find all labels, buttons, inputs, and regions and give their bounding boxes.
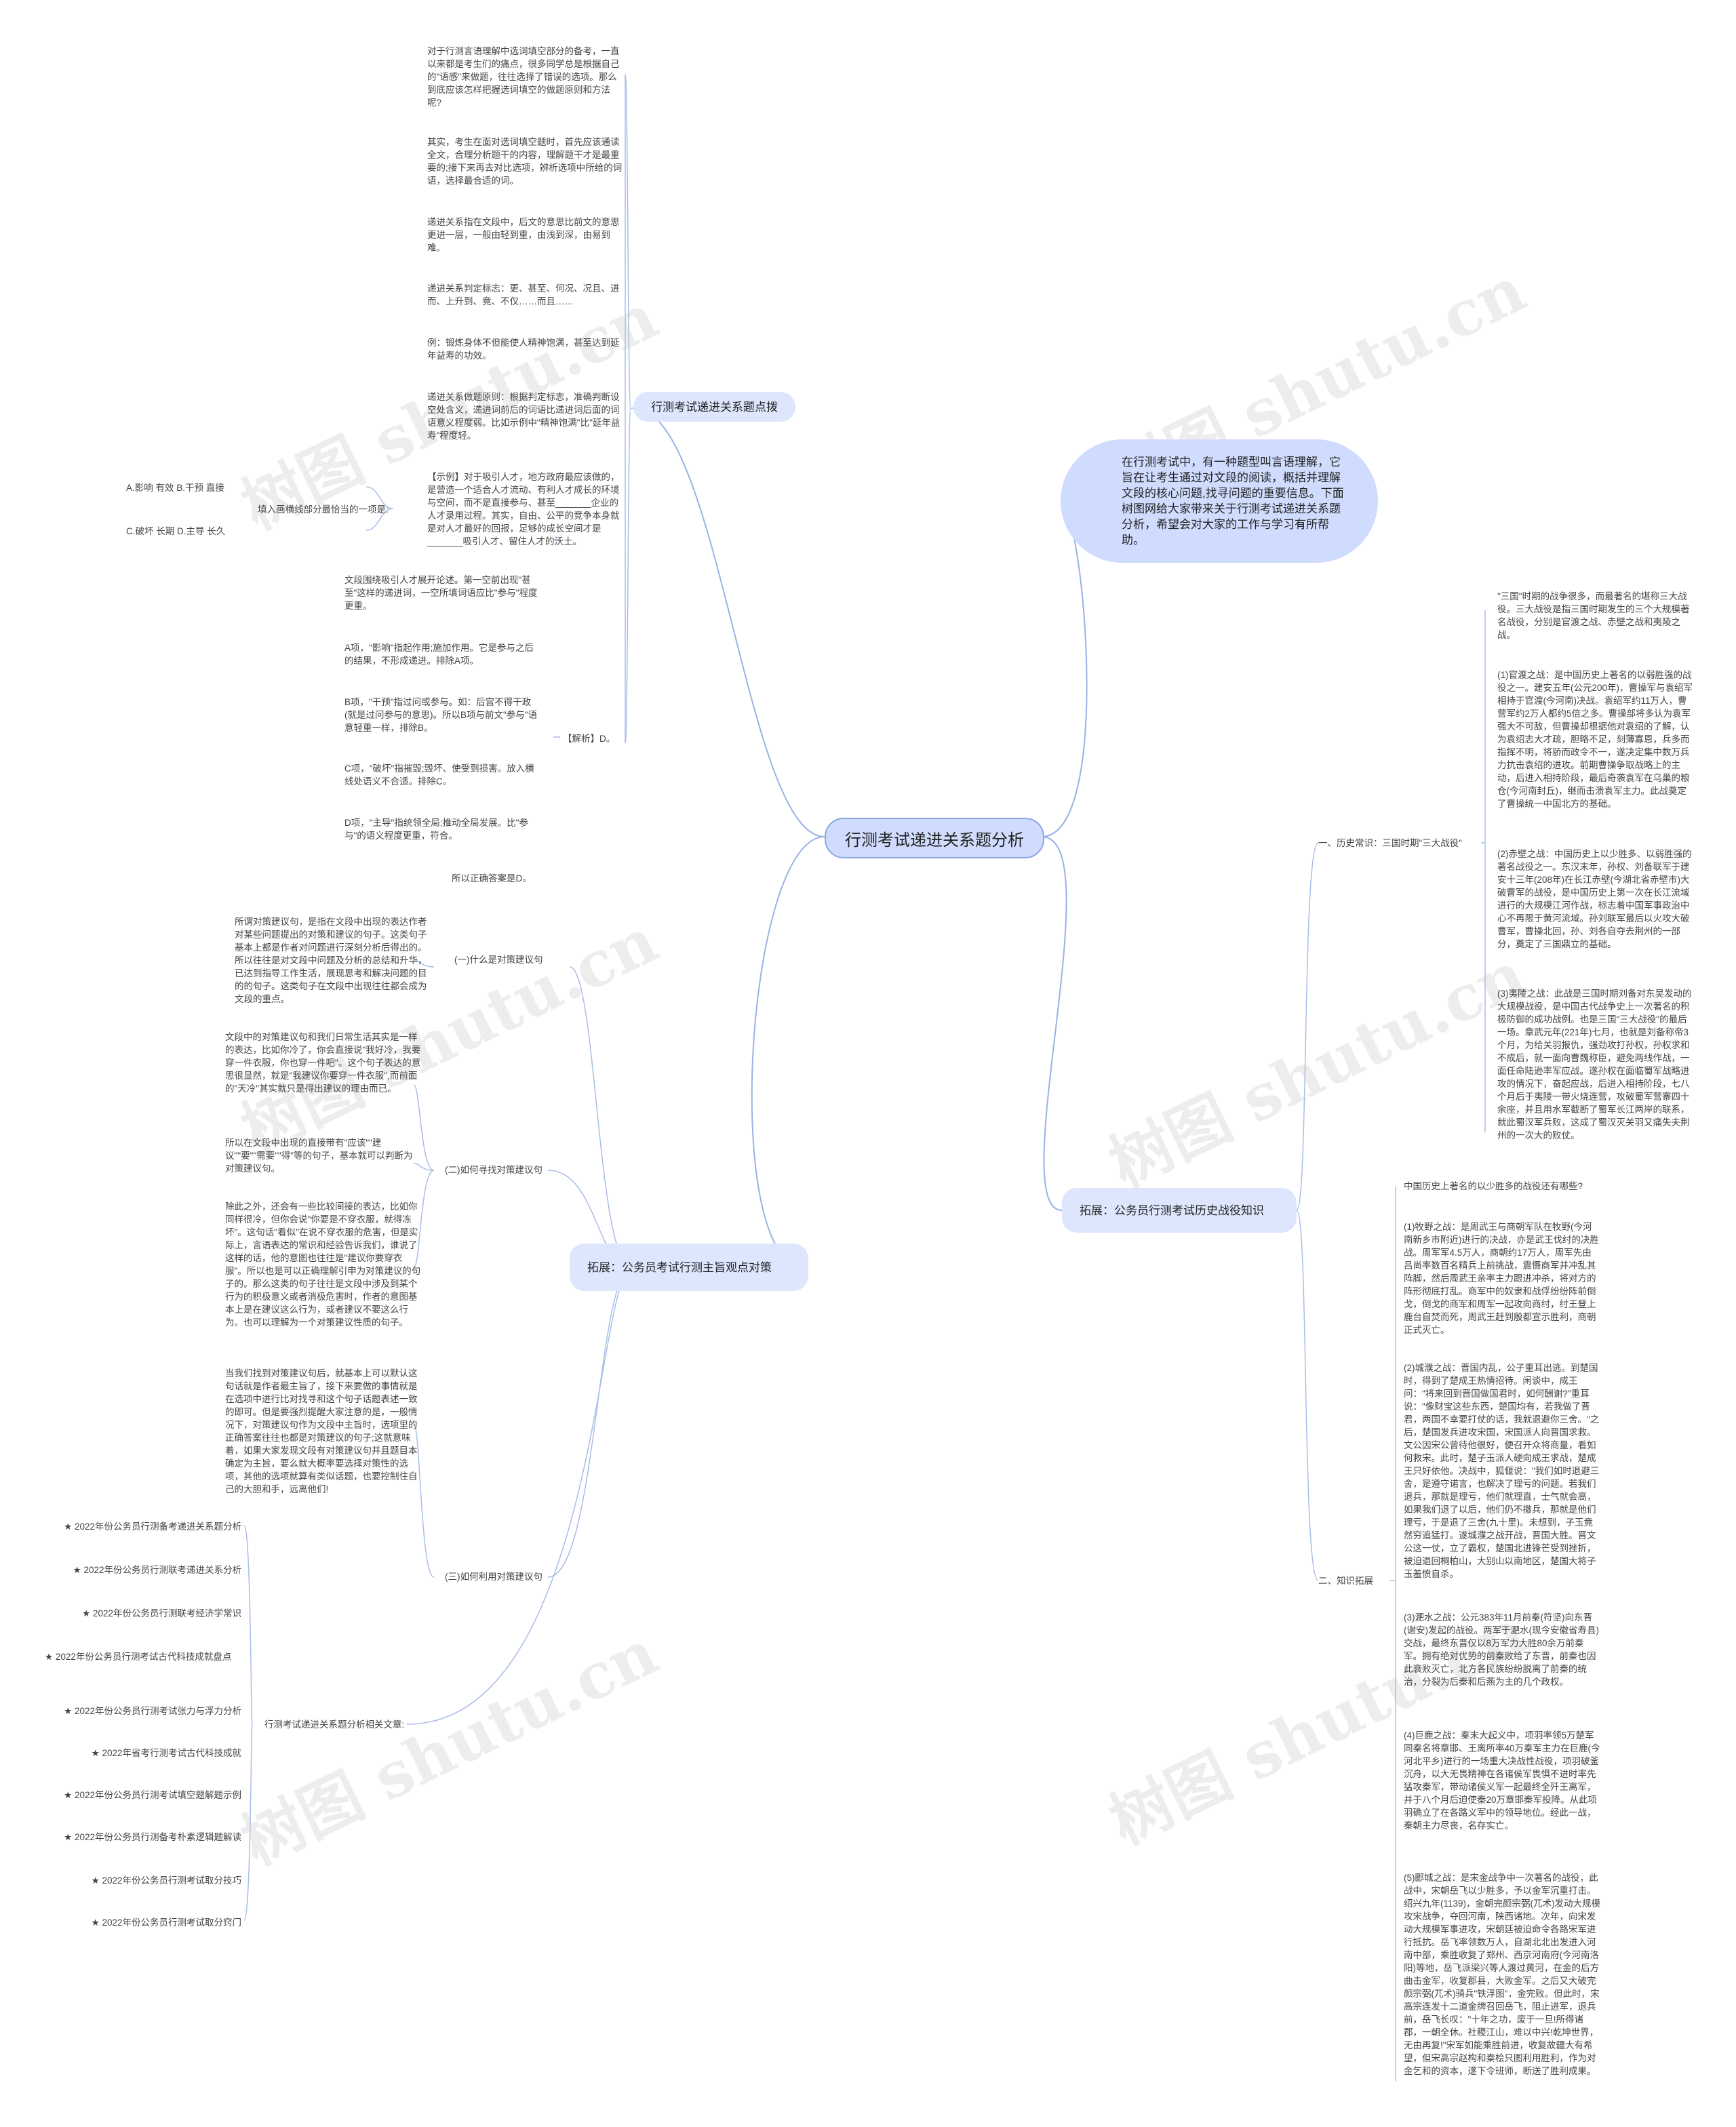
sub-label: (一)什么是对策建议句 (454, 955, 543, 965)
branch-label: 拓展：公务员行测考试历史战役知识 (1080, 1204, 1264, 1217)
branch-label: 行测考试递进关系题点拨 (651, 400, 778, 414)
article-link[interactable]: ★ 2022年份公务员行测考试取分技巧 (91, 1875, 241, 1886)
leaf-text: 文段中的对策建议句和我们日常生活其实是一样的表达，比如你冷了，你会直接说"我好冷… (225, 1032, 421, 1094)
leaf-text: (2)赤壁之战：中国历史上以少胜多、以弱胜强的著名战役之一。东汉末年，孙权、刘备… (1497, 849, 1692, 949)
leaf-text: (4)巨鹿之战：秦末大起义中，项羽率领5万楚军同秦名将章邯、王离所率40万秦军主… (1404, 1730, 1600, 1831)
leaf-text: (2)城濮之战：晋国内乱，公子重耳出逃。到楚国时，得到了楚成王热情招待。闲谈中，… (1404, 1363, 1600, 1579)
article-link[interactable]: ★ 2022年份公务员行测考试张力与浮力分析 (64, 1706, 241, 1716)
leaf-text: 递进关系判定标志：更、甚至、何况、况且、进而、上升到、竟、不仅……而且…… (427, 283, 620, 306)
leaf-text: (3)淝水之战：公元383年11月前秦(符坚)向东晋(谢安)发起的战役。两军于淝… (1404, 1612, 1599, 1687)
root-node[interactable]: 行测考试递进关系题分析 (825, 818, 1044, 858)
leaf-text: 中国历史上著名的以少胜多的战役还有哪些? (1404, 1181, 1583, 1191)
intro-text: 在行测考试中，有一种题型叫言语理解，它旨在让考生通过对文段的阅读，概括并理解文段… (1122, 456, 1344, 546)
analysis-text: 文段围绕吸引人才展开论述。第一空前出现"甚至"这样的递进词，一空所填词语应比"参… (344, 575, 538, 611)
leaf-text: (1)牧野之战：是周武王与商朝军队在牧野(今河南新乡市附近)进行的决战，亦是武王… (1404, 1222, 1599, 1335)
branch-recursive-relation-tips[interactable]: 行测考试递进关系题点拨 (633, 392, 795, 422)
analysis-text: D项，"主导"指统领全局;推动全局发展。比"参与"的语义程度更重，符合。 (344, 818, 528, 841)
article-link[interactable]: ★ 2022年份公务员行测联考递进关系分析 (73, 1565, 241, 1575)
question-label: 填入画横线部分最恰当的一项是: (258, 504, 389, 515)
article-link[interactable]: ★ 2022年省考行测考试古代科技成就 (91, 1748, 241, 1758)
branch-historic-battles[interactable]: 拓展：公务员行测考试历史战役知识 (1062, 1188, 1297, 1233)
analysis-text: C项，"破坏"指摧毁;毁坏、使受到损害。放入横线处语义不合适。排除C。 (344, 763, 534, 787)
article-link[interactable]: ★ 2022年份公务员行测考试填空题解题示例 (64, 1790, 241, 1800)
sub-label: (三)如何利用对策建议句 (445, 1572, 542, 1582)
leaf-text: (3)夷陵之战：此战是三国时期刘备对东吴发动的大规模战役，是中国古代战争史上一次… (1497, 989, 1692, 1140)
leaf-text: 【示例】对于吸引人才，地方政府最应该做的，是营造一个适合人才流动、有利人才成长的… (427, 472, 620, 546)
branch-label: 拓展：公务员考试行测主旨观点对策 (587, 1260, 772, 1274)
leaf-text: 除此之外，还会有一些比较间接的表达，比如你同样很冷，但你会说"你要是不穿衣服，就… (225, 1201, 421, 1328)
leaf-text: 递进关系做题原则：根据判定标志，准确判断设空处含义，递进词前后的词语比递进词后面… (427, 392, 620, 441)
sub-label: 行测考试递进关系题分析相关文章: (264, 1720, 405, 1730)
article-link[interactable]: ★ 2022年份公务员行测考试取分窍门 (91, 1917, 241, 1928)
option-line: A.影响 有效 B.干预 直接 (126, 483, 224, 493)
sub-label: 一、历史常识：三国时期"三大战役" (1318, 838, 1463, 848)
leaf-text: (1)官渡之战：是中国历史上著名的以弱胜强的战役之一。建安五年(公元200年)，… (1497, 670, 1693, 809)
article-link[interactable]: ★ 2022年份公务员行测备考递进关系题分析 (64, 1522, 241, 1532)
leaf-text: 例：锻炼身体不但能使人精神饱满，甚至达到延年益寿的功效。 (427, 338, 620, 361)
analysis-label: 【解析】D。 (563, 734, 616, 744)
sub-label: (二)如何寻找对策建议句 (445, 1165, 542, 1175)
branch-main-idea-strategy[interactable]: 拓展：公务员考试行测主旨观点对策 (570, 1244, 808, 1291)
analysis-text: B项，"干预"指过问或参与。如：后宫不得干政(就是过问参与的意思)。所以B项与前… (344, 697, 538, 733)
leaf-text: 递进关系指在文段中，后文的意思比前文的意思更进一层，一般由轻到重，由浅到深，由易… (427, 217, 620, 253)
intro-node[interactable]: 在行测考试中，有一种题型叫言语理解，它旨在让考生通过对文段的阅读，概括并理解文段… (1061, 439, 1378, 563)
leaf-text: 对于行测言语理解中选词填空部分的备考，一直以来都是考生们的痛点，很多同学总是根据… (427, 46, 620, 108)
analysis-text: 所以正确答案是D。 (452, 873, 532, 883)
leaf-text: (5)郾城之战：是宋金战争中一次著名的战役，此战中，宋朝岳飞以少胜多，予以金军沉… (1404, 1873, 1601, 2076)
leaf-text: 所以在文段中出现的直接带有"应该""建议""要""需要""得"等的句子，基本就可… (225, 1138, 413, 1174)
leaf-text: 其实，考生在面对选词填空题时，首先应该通读全文，合理分析题干的内容，理解题干才是… (427, 137, 623, 186)
leaf-text: 所谓对策建议句，是指在文段中出现的表达作者对某些问题提出的对策和建议的句子。这类… (235, 917, 427, 1004)
leaf-text: "三国"时期的战争很多，而最著名的堪称三大战役。三大战役是指三国时期发生的三个大… (1497, 591, 1690, 640)
article-link[interactable]: ★ 2022年份公务员行测考试古代科技成就盘点 (45, 1652, 232, 1662)
option-line: C.破坏 长期 D.主导 长久 (126, 526, 226, 536)
watermark: 树图 shutu.cn (1098, 937, 1537, 1201)
sub-label: 二、知识拓展 (1318, 1576, 1373, 1586)
article-link[interactable]: ★ 2022年份公务员行测备考朴素逻辑题解读 (64, 1832, 241, 1842)
leaf-text: 当我们找到对策建议句后，就基本上可以默认这句话就是作者最主旨了，接下来要做的事情… (225, 1368, 418, 1494)
analysis-text: A项，"影响"指起作用;施加作用。它是参与之后的结果，不形成递进。排除A项。 (344, 643, 534, 666)
article-link[interactable]: ★ 2022年份公务员行测联考经济学常识 (82, 1608, 241, 1618)
watermark: 树图 shutu.cn (230, 1615, 669, 1880)
